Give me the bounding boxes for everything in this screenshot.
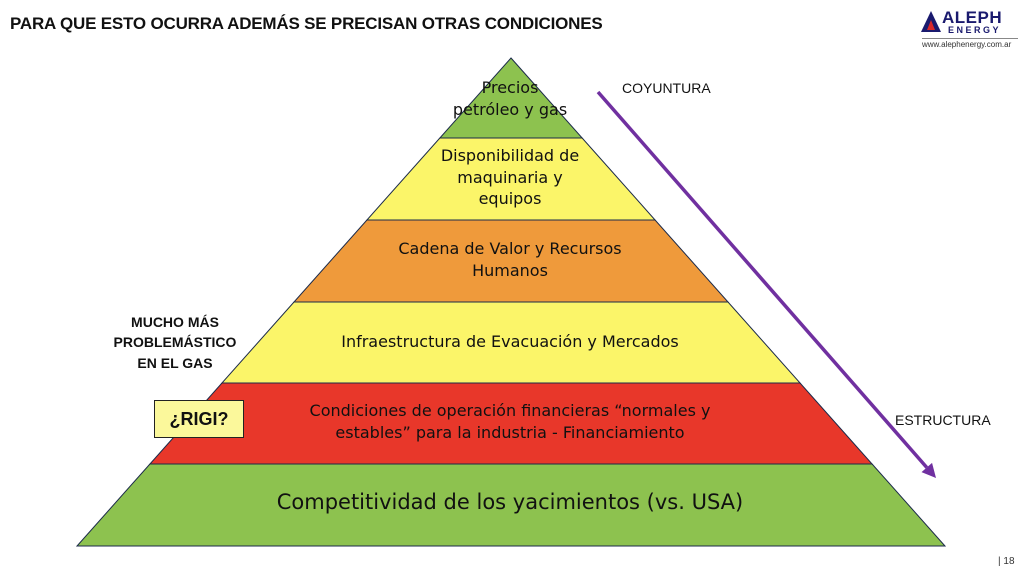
estructura-label: ESTRUCTURA — [895, 412, 991, 428]
aleph-energy-logo: ALEPH ENERGY www.alephenergy.com.ar — [920, 8, 1020, 58]
logo-triangle-icon — [921, 11, 941, 32]
layer-label-cadena-valor: Cadena de Valor y Recursos Humanos — [398, 239, 622, 280]
layer-label-precios: Precios petróleo y gas — [452, 78, 568, 119]
logo-url: www.alephenergy.com.ar — [922, 40, 1012, 49]
logo-subtitle: ENERGY — [948, 25, 1002, 35]
rigi-badge: ¿RIGI? — [154, 400, 244, 438]
coyuntura-estructura-arrow — [596, 90, 929, 469]
logo-divider — [922, 38, 1018, 39]
layer-label-competitividad: Competitividad de los yacimientos (vs. U… — [276, 490, 744, 514]
page-title: PARA QUE ESTO OCURRA ADEMÁS SE PRECISAN … — [10, 14, 603, 33]
arrow-head-icon — [921, 462, 936, 478]
page-number: | 18 — [998, 556, 1015, 567]
layer-label-maquinaria: Disponibilidad de maquinaria y equipos — [440, 146, 580, 209]
logo-name: ALEPH — [942, 8, 1003, 27]
pyramid-layer-competitividad — [75, 463, 947, 547]
layer-label-condiciones: Condiciones de operación financieras “no… — [309, 401, 711, 442]
coyuntura-label: COYUNTURA — [622, 80, 711, 96]
layer-label-infraestructura: Infraestructura de Evacuación y Mercados — [341, 332, 679, 351]
gas-problem-note: MUCHO MÁS PROBLEMÁSTICO EN EL GAS — [113, 314, 237, 371]
